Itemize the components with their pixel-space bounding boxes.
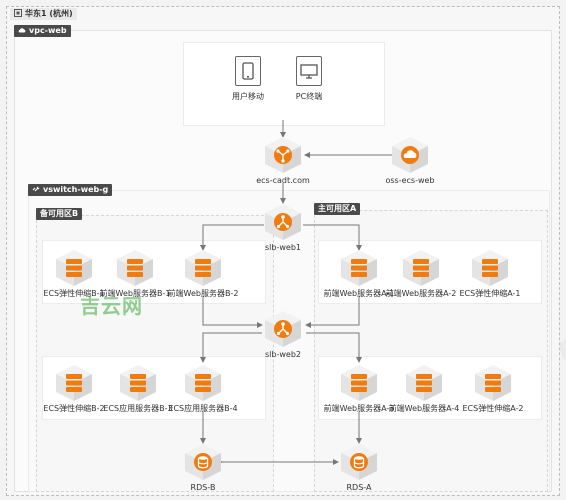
brand-watermark: 吉云网 (80, 294, 143, 318)
server-stack-icon (120, 365, 156, 401)
server-stack-icon (185, 250, 221, 286)
wire-slb2-zoneb (200, 332, 262, 363)
slb-web1-node: slb-web1 (243, 202, 323, 253)
server-node: ECS弹性伸缩B-2 (34, 363, 114, 414)
region-icon (14, 9, 22, 17)
oss-icon (392, 137, 428, 173)
vswitch-label: vswitch-web-g (43, 185, 109, 194)
client-panel (183, 42, 385, 126)
server-stack-icon (406, 365, 442, 401)
server-label: ECS应用服务器B-3 (103, 404, 173, 413)
server-node: 前端Web服务器A-2 (381, 248, 461, 299)
server-label: ECS弹性伸缩A-1 (459, 289, 521, 298)
server-label: 前端Web服务器B-1 (99, 289, 171, 298)
zone-b-tag: 备可用区B (36, 208, 83, 220)
server-stack-icon (341, 365, 377, 401)
server-node: ECS弹性伸缩A-1 (450, 248, 530, 299)
load-balancer-icon (265, 204, 301, 240)
server-node: ECS应用服务器B-4 (163, 363, 243, 414)
server-label: 前端Web服务器A-4 (388, 404, 460, 413)
server-stack-icon (341, 250, 377, 286)
server-stack-icon (185, 365, 221, 401)
server-stack-icon (475, 365, 511, 401)
cdn-label: ecs-cadt.com (256, 176, 310, 185)
server-label: 前端Web服务器A-2 (385, 289, 457, 298)
mobile-client: 用户移动 (213, 56, 283, 102)
server-label: ECS弹性伸缩A-2 (462, 404, 524, 413)
database-icon (341, 444, 377, 480)
pc-client: PC终端 (274, 56, 344, 102)
wire-a1-slb2 (305, 296, 360, 328)
server-label: 前端Web服务器B-2 (167, 289, 239, 298)
rds-b-label: RDS-B (190, 483, 216, 492)
region-tag: 华东1 (杭州) (10, 8, 77, 20)
server-node: ECS弹性伸缩A-2 (453, 363, 533, 414)
server-node: ECS弹性伸缩B-1 (34, 248, 114, 299)
cdn-node: ecs-cadt.com (243, 135, 323, 186)
monitor-icon (296, 56, 322, 86)
server-label: 前端Web服务器A-1 (323, 289, 395, 298)
pc-label: PC终端 (295, 92, 323, 101)
server-stack-icon (403, 250, 439, 286)
region-label: 华东1 (杭州) (25, 9, 73, 18)
server-label: 前端Web服务器A-3 (323, 404, 395, 413)
wire-slb1-zonea (303, 224, 362, 251)
server-stack-icon (472, 250, 508, 286)
server-node: 前端Web服务器A-4 (384, 363, 464, 414)
server-label: ECS弹性伸缩B-1 (43, 289, 105, 298)
oss-node: oss-ecs-web (370, 135, 450, 186)
wire-slb1-zoneb (200, 224, 264, 251)
rds-a-label: RDS-A (346, 483, 372, 492)
server-node: 前端Web服务器A-3 (319, 363, 399, 414)
rds-b-node: RDS-B (163, 442, 243, 493)
server-node: 前端Web服务器B-1 (95, 248, 175, 299)
mobile-label: 用户移动 (232, 92, 264, 101)
server-label: ECS应用服务器B-4 (168, 404, 238, 413)
cdn-icon (265, 137, 301, 173)
vpc-tag: vpc-web (14, 25, 71, 37)
rds-a-node: RDS-A (319, 442, 399, 493)
server-stack-icon (117, 250, 153, 286)
slb-web2-node: slb-web2 (243, 309, 323, 360)
server-node: ECS应用服务器B-3 (98, 363, 178, 414)
mobile-phone-icon (235, 56, 261, 86)
server-node: 前端Web服务器B-2 (163, 248, 243, 299)
vswitch-tag: vswitch-web-g (28, 184, 113, 196)
server-stack-icon (56, 365, 92, 401)
slb-web2-label: slb-web2 (265, 350, 301, 359)
cloud-icon (18, 28, 26, 33)
vpc-label: vpc-web (29, 26, 67, 35)
database-icon (185, 444, 221, 480)
wire-slb2-zonea (306, 332, 362, 363)
slb-web1-label: slb-web1 (265, 243, 301, 252)
oss-label: oss-ecs-web (385, 176, 435, 185)
load-balancer-icon (265, 311, 301, 347)
wire-b2-slb2 (202, 296, 263, 328)
link-icon (32, 186, 40, 192)
server-node: 前端Web服务器A-1 (319, 248, 399, 299)
zone-a-tag: 主可用区A (314, 203, 361, 215)
server-stack-icon (56, 250, 92, 286)
server-label: ECS弹性伸缩B-2 (43, 404, 105, 413)
